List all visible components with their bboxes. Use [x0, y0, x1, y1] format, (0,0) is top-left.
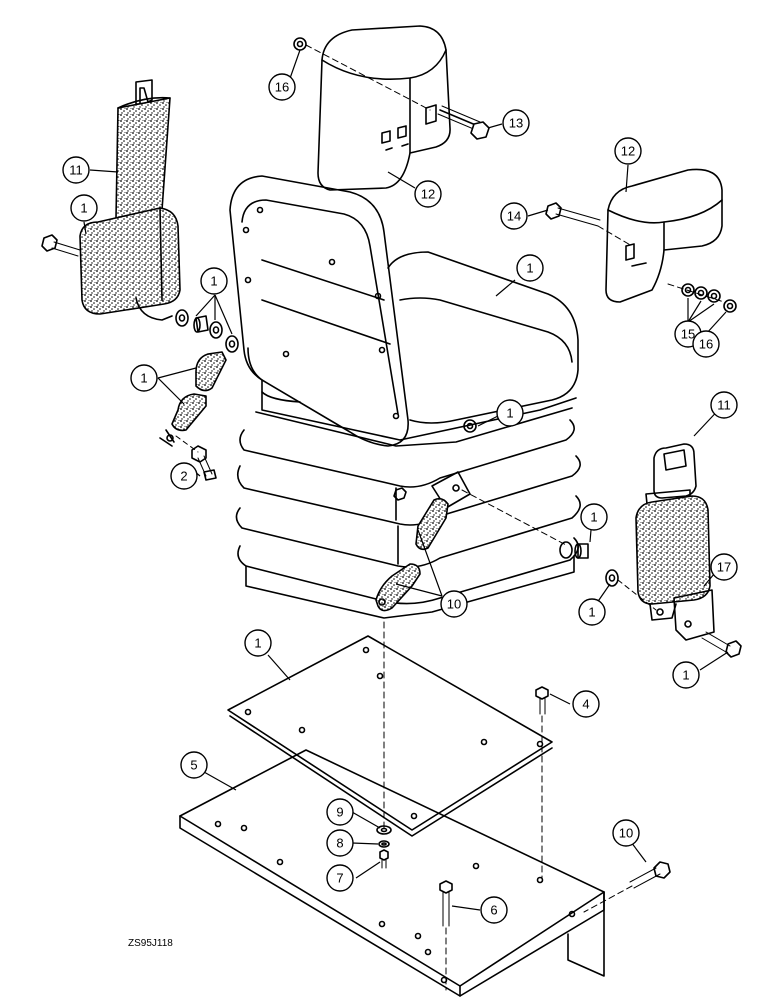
- callout-1: 1: [244, 629, 272, 657]
- bolt-1-upper-left: [41, 234, 81, 257]
- callout-label: 9: [336, 805, 343, 820]
- callout-4: 4: [572, 690, 600, 718]
- seat-backrest: [229, 175, 409, 447]
- callout-label: 15: [681, 327, 695, 342]
- figure-code: ZS95J118: [128, 938, 173, 949]
- bolt-13: [437, 105, 490, 140]
- callout-label: 7: [336, 871, 343, 886]
- callout-13: 13: [502, 109, 530, 137]
- callout-label: 13: [509, 116, 523, 131]
- callout-10: 10: [440, 590, 468, 618]
- callout-2: 2: [170, 462, 198, 490]
- seat-cushion: [387, 251, 579, 424]
- bolt-10-horizontal: [629, 861, 671, 889]
- callout-label: 1: [588, 605, 595, 620]
- callout-label: 4: [582, 697, 589, 712]
- callout-label: 11: [69, 163, 83, 178]
- callout-label: 1: [80, 201, 87, 216]
- callout-label: 10: [447, 597, 461, 612]
- washer-1-right: [605, 569, 619, 587]
- callout-17: 17: [710, 553, 738, 581]
- callout-11: 11: [62, 156, 90, 184]
- plate-17: [673, 589, 715, 641]
- belt-brackets-seat: [375, 497, 449, 612]
- callout-6: 6: [480, 896, 508, 924]
- armrest-right: [605, 168, 723, 303]
- callout-label: 10: [619, 826, 633, 841]
- seat-belt-left: [79, 79, 181, 321]
- callout-1: 1: [578, 598, 606, 626]
- callout-7: 7: [326, 864, 354, 892]
- callout-label: 1: [682, 668, 689, 683]
- armrest-left: [317, 25, 451, 191]
- callout-label: 1: [210, 274, 217, 289]
- leader-lines: [83, 49, 729, 911]
- callout-label: 11: [717, 398, 731, 413]
- seat-frame: [255, 379, 577, 447]
- callout-5: 5: [180, 751, 208, 779]
- callout-1: 1: [580, 503, 608, 531]
- callout-12: 12: [414, 180, 442, 208]
- spacer-1: [559, 541, 589, 559]
- callout-label: 12: [421, 187, 435, 202]
- callout-label: 1: [590, 510, 597, 525]
- hardware-6-7-8: [376, 825, 392, 869]
- bolt-10-vertical: [439, 880, 453, 927]
- callout-label: 14: [507, 209, 521, 224]
- callout-label: 2: [180, 469, 187, 484]
- washers-15: [681, 283, 721, 303]
- callout-16: 16: [268, 73, 296, 101]
- callout-10: 10: [612, 819, 640, 847]
- callout-1: 1: [672, 661, 700, 689]
- callout-1: 1: [200, 267, 228, 295]
- washers-left: [175, 309, 239, 353]
- plate-9: [179, 749, 605, 997]
- callout-label: 1: [526, 261, 533, 276]
- callout-1: 1: [516, 254, 544, 282]
- bolt-1-lower-right: [701, 631, 742, 658]
- callout-9: 9: [326, 798, 354, 826]
- callout-11: 11: [710, 391, 738, 419]
- callout-16: 16: [692, 330, 720, 358]
- callout-label: 17: [717, 560, 731, 575]
- seat-belt-right: [635, 443, 711, 621]
- plate-4: [227, 635, 553, 837]
- callout-label: 5: [190, 758, 197, 773]
- callout-1: 1: [496, 399, 524, 427]
- callout-label: 1: [140, 371, 147, 386]
- callout-1: 1: [70, 194, 98, 222]
- callout-label: 16: [275, 80, 289, 95]
- nut-16-top: [293, 37, 307, 51]
- callout-label: 6: [490, 903, 497, 918]
- callout-label: 1: [506, 406, 513, 421]
- nut-16-right: [723, 299, 737, 313]
- callout-1: 1: [130, 364, 158, 392]
- callout-label: 12: [621, 144, 635, 159]
- callout-8: 8: [326, 829, 354, 857]
- bolt-14: [545, 202, 601, 227]
- callout-14: 14: [500, 202, 528, 230]
- belt-brackets-left: [159, 351, 227, 447]
- callout-label: 16: [699, 337, 713, 352]
- callout-12: 12: [614, 137, 642, 165]
- callout-label: 8: [336, 836, 343, 851]
- bolt-2: [191, 445, 217, 481]
- callout-label: 1: [254, 636, 261, 651]
- bolt-5: [535, 686, 549, 715]
